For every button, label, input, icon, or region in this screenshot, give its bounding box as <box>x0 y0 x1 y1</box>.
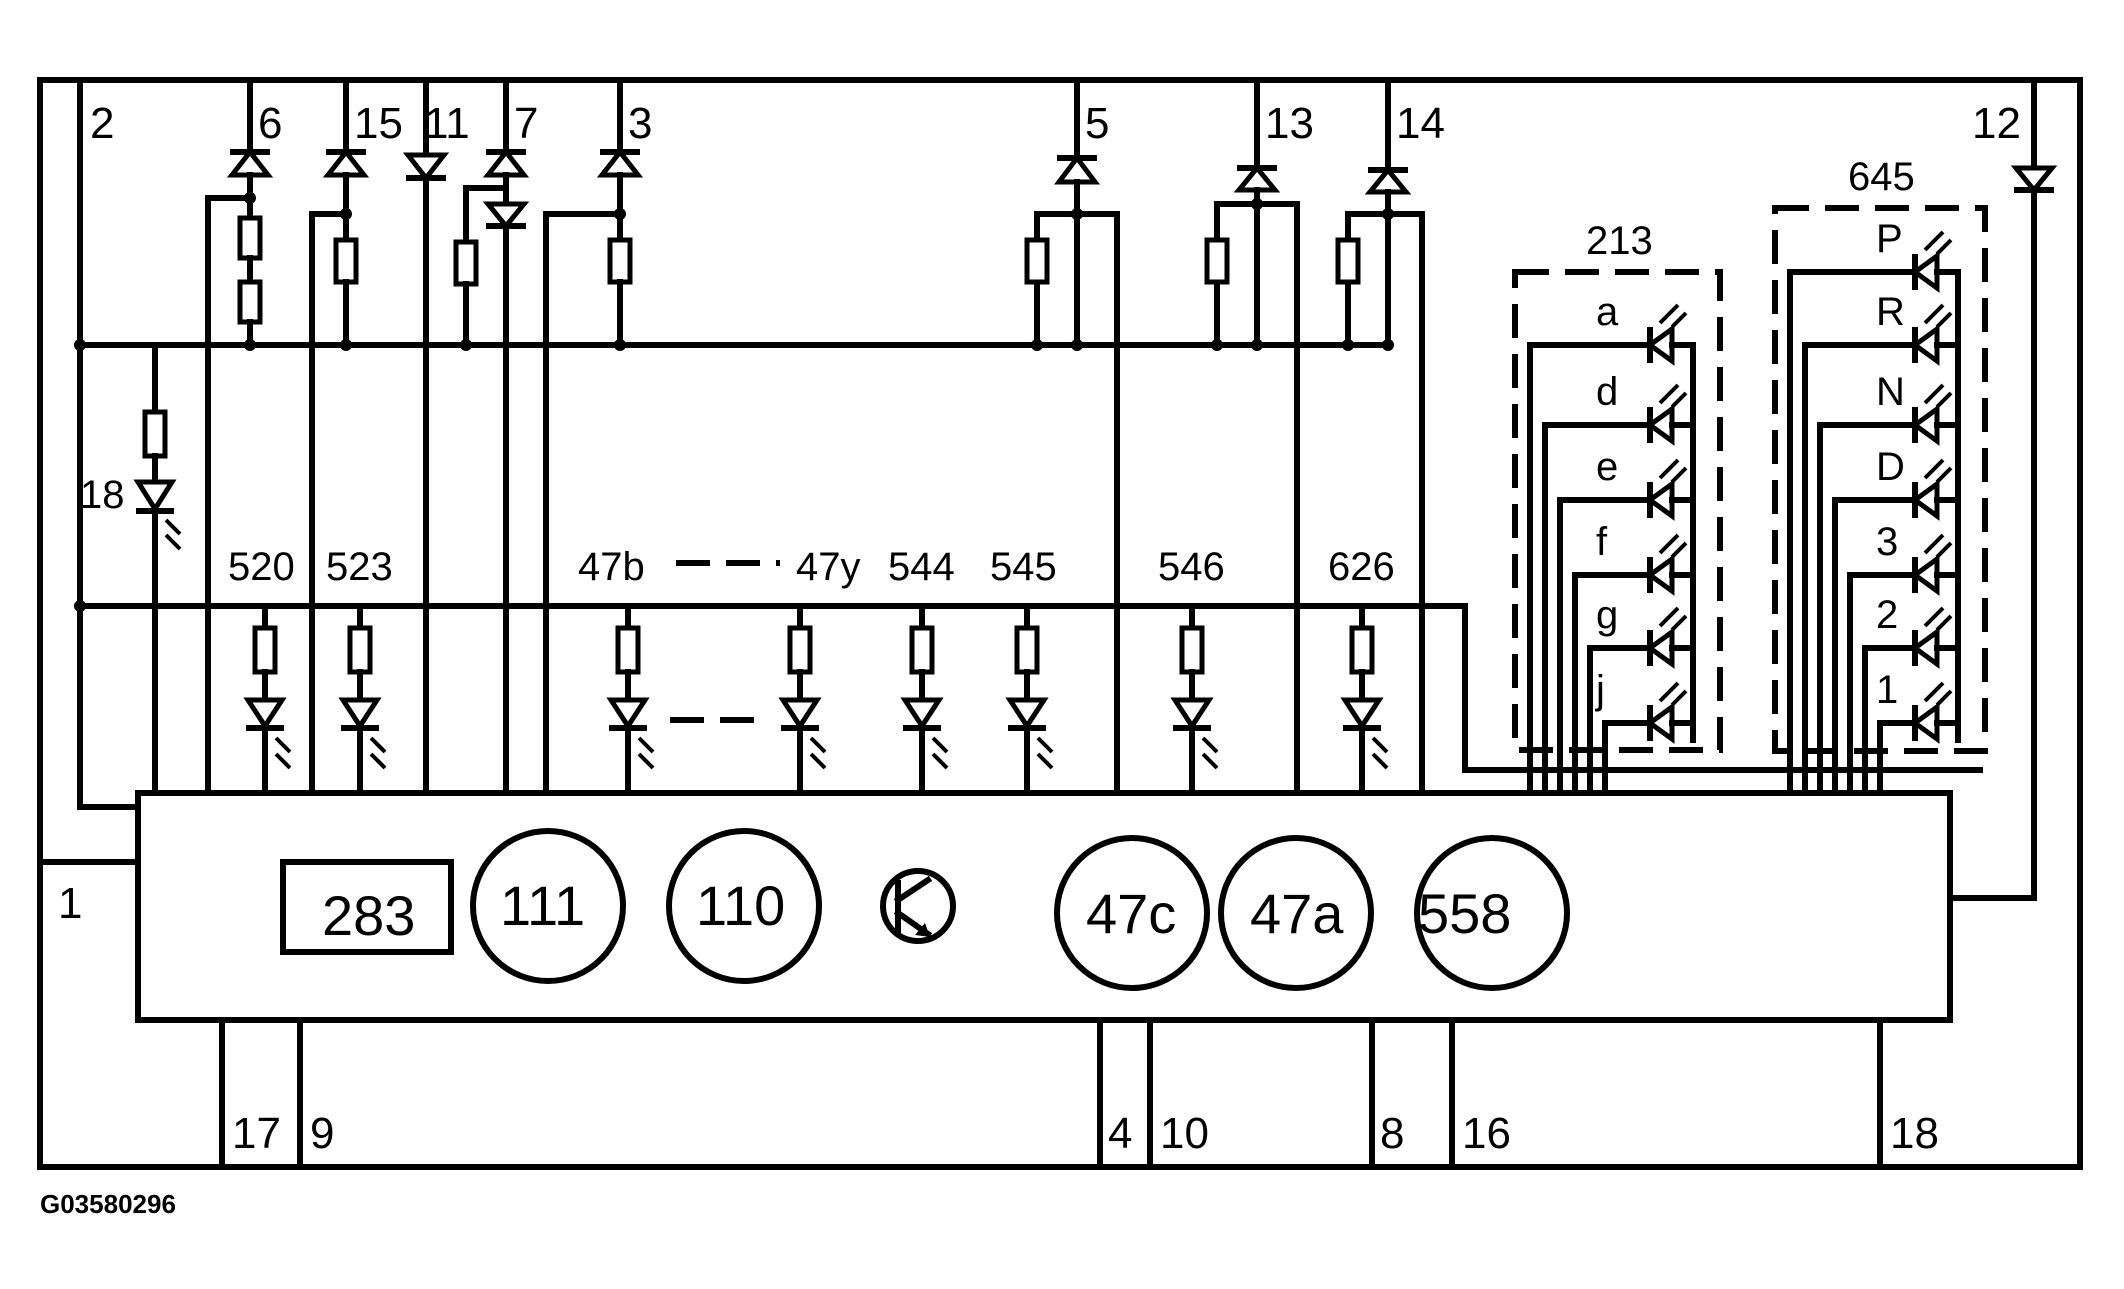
gauge-111 <box>470 828 626 984</box>
indicator-label-520: 520 <box>228 545 295 589</box>
segment-led-d: d <box>1596 370 1696 446</box>
selector-led-R: R <box>1876 290 1961 366</box>
pin-label-14: 14 <box>1396 99 1445 148</box>
pin-3-circuit <box>543 77 644 796</box>
pin-label-13: 13 <box>1265 99 1314 148</box>
gauge-47c <box>1054 835 1210 991</box>
pin-11-circuit <box>402 77 450 796</box>
pin-label-7: 7 <box>514 99 538 148</box>
indicator-546 <box>1170 603 1219 796</box>
indicator-545 <box>1005 603 1054 796</box>
indicator-label-546: 546 <box>1158 545 1225 589</box>
pin-7-circuit <box>453 77 530 796</box>
selector-led-N: N <box>1876 370 1961 446</box>
display-283-box <box>280 859 454 955</box>
gauge-label-47c: 47c <box>1086 882 1176 945</box>
selector-led-3: 3 <box>1876 520 1961 596</box>
indicator-label-544: 544 <box>888 545 955 589</box>
segment-led-j-label: j <box>1595 668 1605 712</box>
segment-led-a: a <box>1596 290 1696 366</box>
selector-led-R-label: R <box>1876 290 1905 334</box>
selector-led-1: 1 <box>1876 668 1961 744</box>
pin-label-6: 6 <box>258 99 282 148</box>
selector-led-P: P <box>1876 217 1961 293</box>
gauge-label-111: 111 <box>500 874 585 937</box>
gauge-47a <box>1218 835 1374 991</box>
pin-label-11: 11 <box>424 99 470 148</box>
pin-6-circuit <box>205 77 274 796</box>
indicator-label-47y: 47y <box>796 545 861 589</box>
indicator-label-523: 523 <box>326 545 393 589</box>
segment-led-e-label: e <box>1596 445 1618 489</box>
pin-12-circuit <box>1947 77 2058 901</box>
indicator-label-545: 545 <box>990 545 1057 589</box>
pin-label-15: 15 <box>354 99 403 148</box>
upper-bus-junctions <box>74 192 1394 612</box>
segment-led-f-label: f <box>1596 520 1608 564</box>
selector-led-2-label: 2 <box>1876 593 1898 637</box>
indicator-47y <box>778 603 827 796</box>
selector-led-2: 2 <box>1876 593 1961 669</box>
indicator-label-626: 626 <box>1328 545 1395 589</box>
segment-led-j: j <box>1595 668 1696 744</box>
pin-label-1: 1 <box>58 879 82 928</box>
pin-label-5: 5 <box>1085 99 1109 148</box>
pin-13-circuit <box>1204 77 1300 796</box>
indicator-523 <box>338 603 387 796</box>
selector-led-D: D <box>1876 445 1961 521</box>
selector-led-P-label: P <box>1876 217 1903 261</box>
pin-label-9: 9 <box>310 1109 334 1158</box>
pin-label-17: 17 <box>232 1109 281 1158</box>
pin-label-8: 8 <box>1380 1109 1404 1158</box>
selector-led-1-label: 1 <box>1876 668 1898 712</box>
gauge-label-47a: 47a <box>1250 882 1344 945</box>
outer-frame <box>37 77 2083 1170</box>
pin-2-wire <box>77 77 141 810</box>
pin-label-4: 4 <box>1108 1109 1132 1158</box>
segment-led-a-label: a <box>1596 290 1619 334</box>
selector-led-N-label: N <box>1876 370 1905 414</box>
selector-led-D-label: D <box>1876 445 1905 489</box>
lower-bus-feed-to-displays <box>1462 603 1983 773</box>
segment-led-g-label: g <box>1596 593 1618 637</box>
display-213-label: 213 <box>1586 219 1653 263</box>
pin-label-3: 3 <box>628 99 652 148</box>
segment-led-f: f <box>1596 520 1696 596</box>
pin-label-18-bottom: 18 <box>1890 1109 1939 1158</box>
cluster-module-block <box>135 790 1953 1023</box>
gauge-label-558: 558 <box>1418 882 1511 945</box>
selector-645-label: 645 <box>1848 155 1915 199</box>
indicator-label-47b: 47b <box>578 545 645 589</box>
transistor-icon <box>880 868 956 944</box>
selector-led-3-label: 3 <box>1876 520 1898 564</box>
pin-label-18-lamp: 18 <box>80 473 125 517</box>
display-213-wiring <box>1527 342 1696 796</box>
indicator-544 <box>900 603 949 796</box>
pin-5-circuit <box>1024 77 1120 796</box>
pin-label-12: 12 <box>1972 99 2021 148</box>
pin-14-circuit <box>1335 77 1425 796</box>
indicator-520 <box>243 603 292 796</box>
gauge-110 <box>666 828 822 984</box>
pin-label-10: 10 <box>1160 1109 1209 1158</box>
indicator-47b <box>606 603 655 796</box>
pin-label-16: 16 <box>1462 1109 1511 1158</box>
pin-15-circuit <box>309 77 370 796</box>
indicator-18-branch <box>133 342 182 796</box>
figure-code: G03580296 <box>40 1189 176 1219</box>
display-213-enclosure <box>1512 269 1723 753</box>
segment-led-e: e <box>1596 445 1696 521</box>
module-display-283: 283 <box>322 884 415 947</box>
pin-label-2: 2 <box>90 99 114 148</box>
segment-led-d-label: d <box>1596 370 1618 414</box>
indicator-626 <box>1340 603 1389 796</box>
segment-led-g: g <box>1596 593 1696 669</box>
selector-645-wiring <box>1787 269 1961 796</box>
gauge-558 <box>1414 835 1570 991</box>
bottom-pin-wires <box>219 1017 1883 1170</box>
gauge-label-110: 110 <box>696 874 785 937</box>
